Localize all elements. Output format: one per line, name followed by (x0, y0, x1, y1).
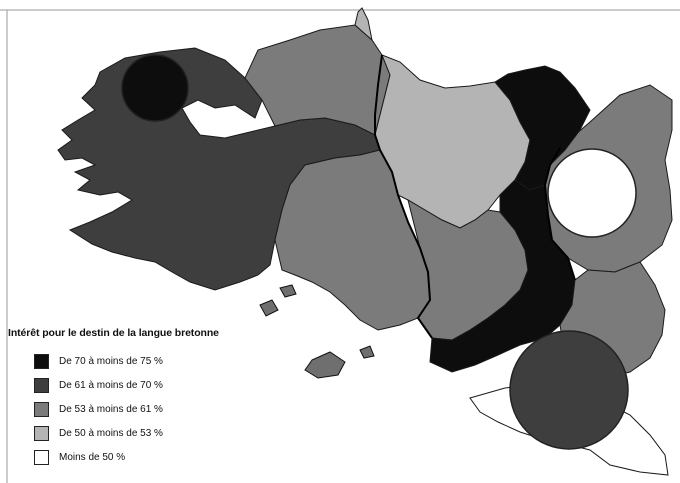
island-sein (279, 284, 297, 298)
legend-label: De 53 à moins de 61 % (59, 403, 163, 415)
legend-label: De 70 à moins de 75 % (59, 355, 163, 367)
legend-swatch (34, 449, 49, 465)
legend-item: De 61 à moins de 70 % (34, 373, 268, 397)
island-small (359, 345, 375, 359)
map-legend: Intérêt pour le destin de la langue bret… (8, 327, 268, 469)
region-penthievre-nord (354, 7, 373, 42)
island-belle-ile (304, 351, 346, 379)
legend-title: Intérêt pour le destin de la langue bret… (8, 327, 219, 339)
legend-label: Moins de 50 % (59, 451, 126, 463)
legend-item: De 53 à moins de 61 % (34, 397, 268, 421)
legend-swatch (34, 401, 49, 417)
circle-brest (121, 54, 189, 122)
region-haute-bretagne-nord-est (494, 65, 591, 191)
island-groix (259, 299, 279, 317)
circle-nantes (509, 330, 629, 450)
legend-swatch (34, 353, 49, 369)
region-tregor (244, 24, 391, 136)
legend-item: De 70 à moins de 75 % (34, 349, 268, 373)
circle-rennes (547, 148, 637, 238)
legend-item: Moins de 50 % (34, 445, 268, 469)
legend-swatch (34, 377, 49, 393)
department-border-east (543, 147, 576, 281)
legend-swatch (34, 425, 49, 441)
department-border-west (374, 54, 433, 339)
legend-item: De 50 à moins de 53 % (34, 421, 268, 445)
legend-label: De 50 à moins de 53 % (59, 427, 163, 439)
legend-list: De 70 à moins de 75 % De 61 à moins de 7… (8, 349, 268, 469)
legend-label: De 61 à moins de 70 % (59, 379, 163, 391)
